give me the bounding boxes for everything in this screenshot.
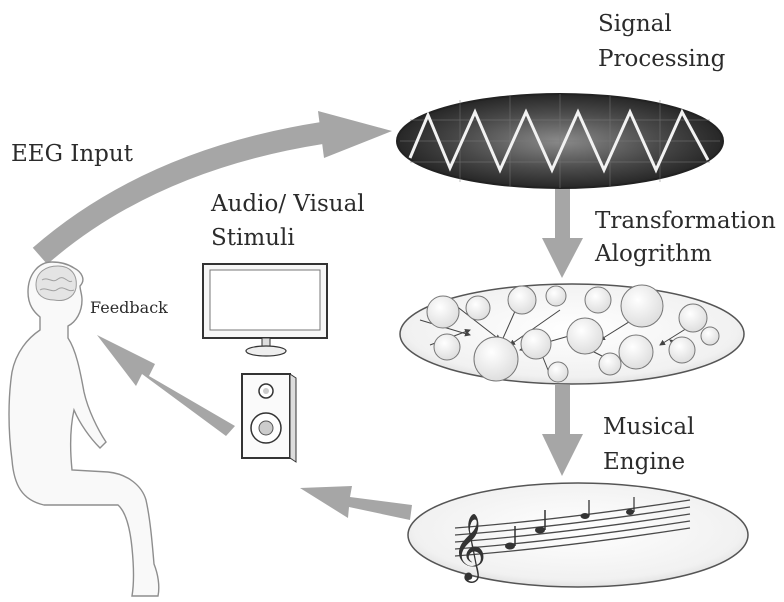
svg-text:Alogrithm: Alogrithm: [594, 241, 712, 267]
oscilloscope-icon: [396, 93, 724, 189]
eeg-waveform: [408, 108, 710, 174]
speaker-icon: [241, 373, 297, 463]
output-arrow: [300, 486, 412, 520]
audio-visual-stimuli-label: Audio/ Visual Stimuli: [210, 191, 365, 251]
signal-processing-label: Signal Processing: [598, 11, 726, 72]
treble-clef-icon: 𝄞: [452, 512, 486, 583]
svg-text:Musical: Musical: [603, 414, 694, 440]
music-score-icon: 𝄞: [407, 482, 749, 588]
transformation-algorithm-label: Transformation Alogrithm: [594, 208, 776, 267]
feedback-arrow: [97, 335, 235, 436]
head-brain-icon: [35, 265, 77, 301]
svg-text:Processing: Processing: [598, 46, 726, 72]
engine-down-arrow: [542, 385, 583, 476]
eeg-input-label: EEG Input: [11, 141, 134, 167]
network-graph-icon: [399, 283, 745, 385]
eeg-input-arrow: [32, 111, 392, 265]
music-staff-icon: [454, 499, 691, 557]
monitor-icon: [202, 263, 328, 357]
musical-engine-label: Musical Engine: [603, 414, 694, 475]
seated-person-icon: [8, 261, 160, 597]
transform-down-arrow: [542, 188, 583, 278]
svg-text:Transformation: Transformation: [595, 208, 776, 234]
svg-text:Engine: Engine: [603, 449, 685, 475]
svg-text:Audio/ Visual: Audio/ Visual: [210, 191, 365, 217]
svg-text:Stimuli: Stimuli: [211, 225, 295, 251]
feedback-label: Feedback: [90, 298, 168, 317]
svg-text:Signal: Signal: [598, 11, 672, 37]
